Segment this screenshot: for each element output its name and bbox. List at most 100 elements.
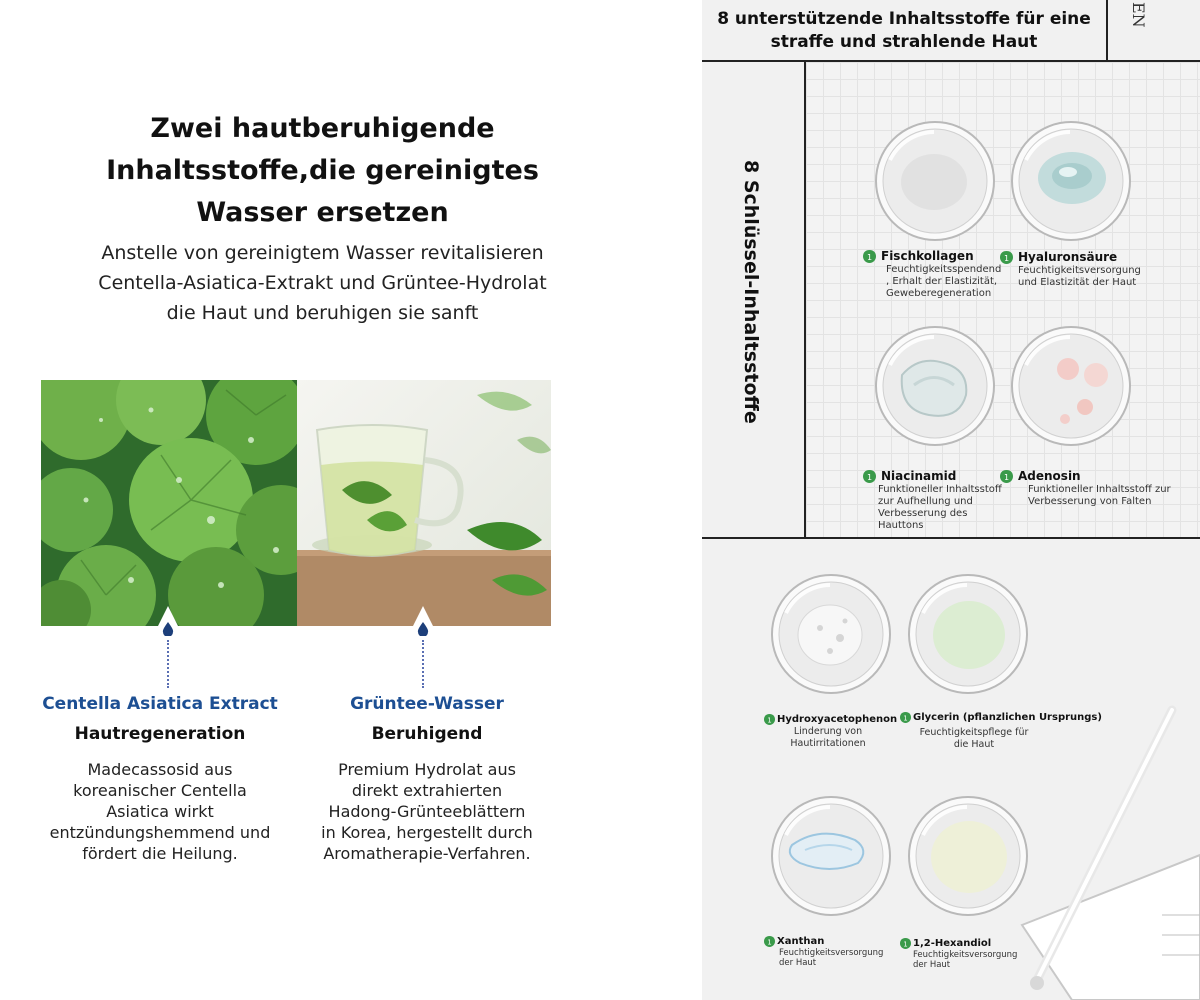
- badge-number: 1: [1004, 473, 1009, 482]
- ingredient-niacinamide: 1 Niacinamid Funktioneller Inhaltsstoff …: [863, 469, 1002, 532]
- ingredient-description: Linderung von Hautirritationen: [764, 726, 892, 750]
- ingredient-description-line: Funktioneller Inhaltsstoff zur: [1028, 484, 1171, 495]
- hyaluronic-acid-dish: [1010, 120, 1132, 242]
- ingredient-xanthan: 1 Xanthan Feuchtigkeitsversorgung der Ha…: [764, 936, 883, 968]
- headline: Zwei hautberuhigende Inhaltsstoffe,die g…: [0, 108, 645, 234]
- ingredient-description-line: Funktioneller Inhaltsstoff: [878, 484, 1002, 495]
- ingredient-fish-collagen: 1 Fischkollagen Feuchtigkeitsspendend , …: [863, 249, 1001, 300]
- column-title: Centella Asiatica Extract: [42, 694, 278, 714]
- leaf-badge-icon: 1: [900, 938, 911, 949]
- corner-text: EN: [1129, 2, 1148, 28]
- ingredient-description-line: Linderung von: [793, 726, 863, 737]
- ingredient-name: Hydroxyacetophenon: [777, 714, 898, 725]
- badge-number: 1: [903, 940, 907, 948]
- column-text-line: Asiatica wirkt: [106, 802, 214, 821]
- badge-number: 1: [903, 714, 907, 722]
- ingredient-description-line: Feuchtigkeitsversorgung: [1018, 265, 1141, 276]
- green-tea-cup-image: [297, 380, 551, 626]
- right-panel: 8 unterstützende Inhaltsstoffe für eine …: [702, 0, 1200, 1000]
- ingredient-description: Feuchtigkeitspflege für die Haut: [900, 727, 1048, 751]
- column-text-line: koreanischer Centella: [73, 781, 247, 800]
- subheadline-line: Centella-Asiatica-Extrakt und Grüntee-Hy…: [98, 272, 547, 294]
- leaf-badge-icon: 1: [764, 714, 775, 725]
- column-text-line: Aromatherapie-Verfahren.: [323, 844, 531, 863]
- leaf-badge-icon: 1: [764, 936, 775, 947]
- grid-background: [806, 62, 1200, 538]
- ingredient-description-line: die Haut: [953, 739, 995, 750]
- column-text-line: Premium Hydrolat aus: [338, 760, 516, 779]
- leaf-badge-icon: 1: [863, 469, 876, 483]
- ingredient-hexanediol: 1 1,2-Hexandiol Feuchtigkeitsversorgung …: [900, 938, 1017, 970]
- ingredient-description-line: Feuchtigkeitsversorgung: [779, 948, 884, 958]
- column-text: Madecassosid aus koreanischer Centella A…: [35, 759, 285, 864]
- divider: [804, 60, 806, 538]
- ingredient-glycerin: 1 Glycerin (pflanzlichen Ursprungs) Feuc…: [900, 712, 1102, 751]
- subheadline: Anstelle von gereinigtem Wasser revitali…: [0, 238, 645, 328]
- headline-line: Inhaltsstoffe,die gereinigtes: [106, 155, 539, 186]
- column-subtitle: Beruhigend: [371, 724, 483, 744]
- ingredient-description-line: Verbesserung von Falten: [1028, 496, 1152, 507]
- leaf-badge-icon: 1: [863, 249, 876, 263]
- ingredient-description: Funktioneller Inhaltsstoff zur Verbesser…: [1000, 484, 1171, 508]
- subheadline-line: die Haut und beruhigen sie sanft: [166, 302, 479, 324]
- ingredient-description: Funktioneller Inhaltsstoff zur Aufhellun…: [863, 484, 1002, 532]
- left-panel: Zwei hautberuhigende Inhaltsstoffe,die g…: [0, 108, 645, 864]
- leaf-badge-icon: 1: [900, 712, 911, 723]
- niacinamide-dish: [874, 325, 996, 447]
- fish-collagen-dish: [874, 120, 996, 242]
- water-drop-icon: [162, 622, 174, 636]
- glycerin-dish: [907, 573, 1029, 695]
- image-notch: [158, 606, 178, 626]
- ingredient-name: 1,2-Hexandiol: [913, 938, 992, 949]
- ingredient-description-line: Feuchtigkeitsversorgung: [913, 950, 1018, 960]
- column-text-line: entzündungshemmend und: [49, 823, 271, 842]
- ingredient-name: Hyaluronsäure: [1018, 250, 1118, 264]
- ingredient-name: Glycerin (pflanzlichen Ursprungs): [913, 712, 1102, 723]
- section-title-line: straffe und strahlende Haut: [770, 32, 1038, 52]
- ingredient-adenosine: 1 Adenosin Funktioneller Inhaltsstoff zu…: [1000, 469, 1171, 508]
- ingredient-description-line: der Haut: [913, 960, 951, 970]
- badge-number: 1: [867, 253, 872, 262]
- adenosine-dish: [1010, 325, 1132, 447]
- ingredient-description: Feuchtigkeitsversorgung der Haut: [900, 950, 1017, 970]
- headline-line: Zwei hautberuhigende: [150, 113, 495, 144]
- subheadline-line: Anstelle von gereinigtem Wasser revitali…: [101, 242, 544, 264]
- divider: [1106, 0, 1108, 60]
- image-notch: [413, 606, 433, 626]
- ingredient-hyaluronic-acid: 1 Hyaluronsäure Feuchtigkeitsversorgung …: [1000, 250, 1141, 289]
- divider: [702, 537, 1200, 539]
- column-text-line: Hadong-Grünteeblättern: [328, 802, 526, 821]
- ingredient-description-line: Hauttons: [878, 520, 924, 531]
- ingredient-column-green-tea: Grüntee-Wasser Beruhigend Premium Hydrol…: [302, 693, 552, 864]
- column-subtitle: Hautregeneration: [74, 724, 246, 744]
- ingredient-description-line: zur Aufhellung und: [878, 496, 973, 507]
- column-text-line: fördert die Heilung.: [82, 844, 238, 863]
- leaf-badge-icon: 1: [1000, 250, 1013, 264]
- section-title-line: 8 unterstützende Inhaltsstoffe für eine: [717, 9, 1091, 29]
- badge-number: 1: [867, 473, 872, 482]
- ingredient-description-line: Feuchtigkeitspflege für: [919, 727, 1029, 738]
- hydroxyacetophenone-dish: [770, 573, 892, 695]
- ingredient-name: Adenosin: [1018, 469, 1081, 483]
- ingredient-description-line: Feuchtigkeitsspendend: [886, 264, 1002, 275]
- headline-line: Wasser ersetzen: [196, 197, 449, 228]
- ingredient-description-line: Geweberegeneration: [886, 288, 992, 299]
- ingredient-description: Feuchtigkeitsspendend , Erhalt der Elast…: [863, 264, 1001, 300]
- ingredient-hydroxyacetophenone: 1 Hydroxyacetophenon Linderung von Hauti…: [764, 714, 897, 750]
- badge-number: 1: [767, 938, 771, 946]
- ingredient-description: Feuchtigkeitsversorgung der Haut: [764, 948, 883, 968]
- ingredient-description: Feuchtigkeitsversorgung und Elastizität …: [1000, 265, 1141, 289]
- dotted-connector: [167, 640, 169, 688]
- section-title: 8 unterstützende Inhaltsstoffe für eine …: [702, 8, 1106, 54]
- column-text-line: in Korea, hergestellt durch: [321, 823, 533, 842]
- centella-leaves-image: [41, 380, 297, 626]
- column-text: Premium Hydrolat aus direkt extrahierten…: [302, 759, 552, 864]
- dotted-connector: [422, 640, 424, 688]
- hexanediol-dish: [907, 795, 1029, 917]
- ingredient-description-line: Hautirritationen: [790, 738, 866, 749]
- ingredient-description-line: und Elastizität der Haut: [1018, 277, 1137, 288]
- ingredient-name: Fischkollagen: [881, 249, 974, 263]
- ingredient-column-centella: Centella Asiatica Extract Hautregenerati…: [35, 693, 285, 864]
- water-drop-icon: [417, 622, 429, 636]
- column-text-line: direkt extrahierten: [351, 781, 503, 800]
